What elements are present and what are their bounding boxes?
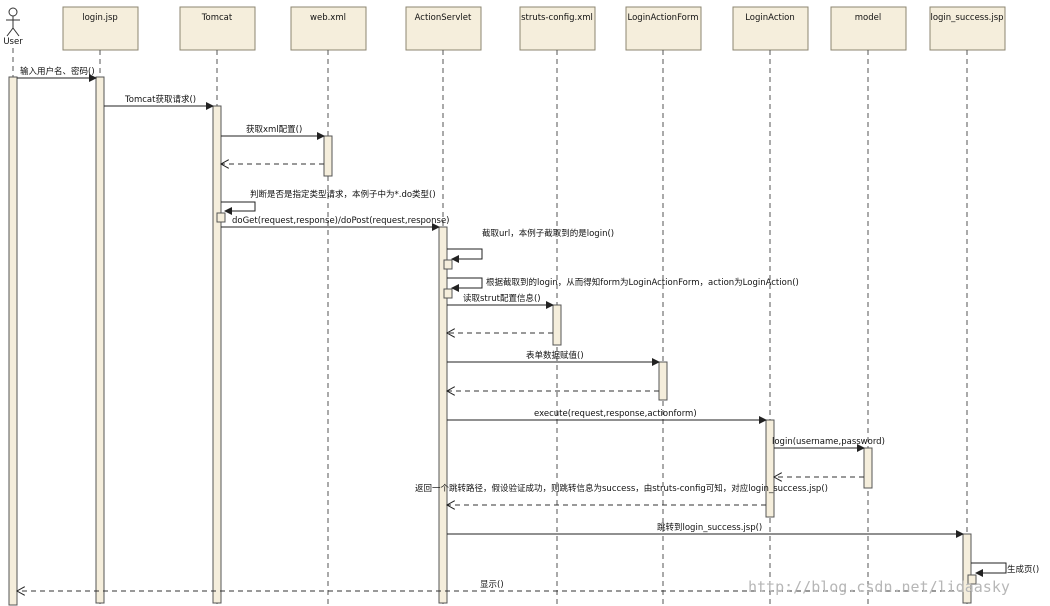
activation-user <box>8 76 18 606</box>
header-login-action-form: LoginActionForm <box>625 6 702 51</box>
message-label: login(username,password) <box>772 437 885 447</box>
message-label: doGet(request,response)/doPost(request,r… <box>232 216 450 226</box>
header-model: model <box>830 6 907 51</box>
user-actor-icon <box>6 7 20 37</box>
message-label: Tomcat获取请求() <box>124 94 196 105</box>
message-label: 判断是否是指定类型请求，本例子中为*.do类型() <box>250 189 436 200</box>
activation-login-action <box>765 419 775 518</box>
activation-tomcat-self <box>216 212 226 223</box>
header-label: ActionServlet <box>415 13 472 23</box>
header-label: web.xml <box>310 13 346 23</box>
activation-model <box>863 447 873 489</box>
message-label: 读取strut配置信息() <box>463 293 541 304</box>
watermark-text: http://blog.csdn.net/lidaasky <box>748 578 1010 596</box>
header-login-jsp: login.jsp <box>62 6 139 51</box>
message-label: 根据截取到的login，从而得知form为LoginActionForm，act… <box>486 277 799 288</box>
message-label: execute(request,response,actionform) <box>534 409 697 419</box>
header-label: LoginAction <box>745 13 795 23</box>
message-label: 显示() <box>480 580 504 590</box>
header-label: login_success.jsp <box>930 13 1003 23</box>
header-web-xml: web.xml <box>290 6 367 51</box>
activation-login-success-self <box>967 574 977 585</box>
self-message-arrow <box>447 248 483 263</box>
activation-login-action-form <box>658 361 668 401</box>
message-label: 返回一个跳转路径，假设验证成功，则跳转信息为success，由struts-co… <box>415 483 828 494</box>
header-label: Tomcat <box>201 13 233 23</box>
header-label: struts-config.xml <box>521 13 593 23</box>
activation-action-servlet <box>438 226 448 604</box>
self-message-arrow <box>221 201 256 215</box>
header-login-action: LoginAction <box>732 6 809 51</box>
header-login-success: login_success.jsp <box>929 6 1006 51</box>
header-label: model <box>855 13 881 23</box>
header-action-servlet: ActionServlet <box>405 6 482 51</box>
message-label: 生成页() <box>1007 564 1039 575</box>
activation-login-success <box>962 533 972 604</box>
activation-tomcat <box>212 105 222 604</box>
self-message-arrow <box>447 277 483 292</box>
activation-action-servlet-self-2 <box>443 288 453 299</box>
message-label: 输入用户名、密码() <box>20 66 95 77</box>
header-tomcat: Tomcat <box>179 6 256 51</box>
activation-action-servlet-self-1 <box>443 259 453 270</box>
header-label: login.jsp <box>82 13 118 23</box>
message-label: 获取xml配置() <box>246 124 302 135</box>
message-label: 跳转到login_success.jsp() <box>657 522 762 533</box>
self-message-arrow <box>971 562 1007 577</box>
activation-struts-config <box>552 304 562 346</box>
activation-web-xml <box>323 135 333 177</box>
header-label: LoginActionForm <box>628 13 699 23</box>
activation-login-jsp <box>95 76 105 604</box>
message-label: 表单数据赋值() <box>526 350 584 361</box>
message-label: 截取url，本例子截取到的是login() <box>482 228 614 239</box>
header-struts-config: struts-config.xml <box>519 6 596 51</box>
actor-label-user: User <box>3 37 23 47</box>
